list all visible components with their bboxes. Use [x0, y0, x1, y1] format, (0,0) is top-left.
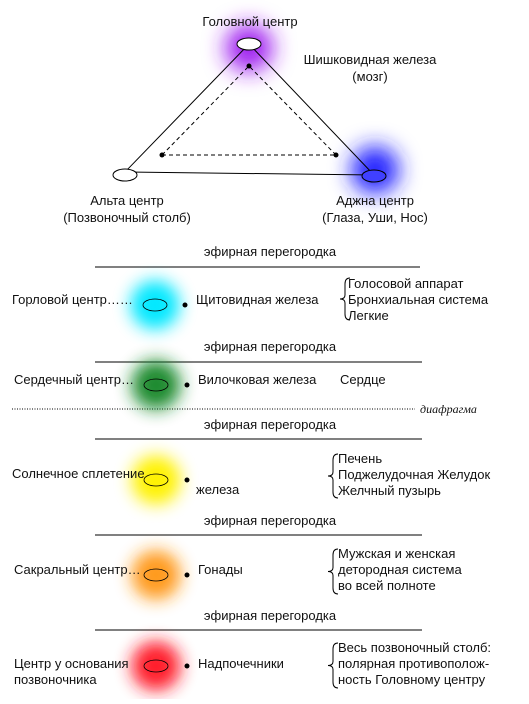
- base-center-label: Центр у основания: [14, 656, 129, 671]
- base-organ-1: Весь позвоночный столб:: [338, 640, 492, 655]
- etheric-label-3: эфирная перегородка: [203, 417, 337, 432]
- solar-plexus-label: Солнечное сплетение: [12, 466, 145, 481]
- ajna-label: Аджна центр: [336, 193, 414, 208]
- base-gland-label: Надпочечники: [198, 656, 284, 671]
- sacral-gland-dot: [184, 572, 190, 578]
- throat-center-label: Горловой центр……: [12, 292, 133, 307]
- base-organ-2: полярная противополож-: [338, 656, 490, 671]
- pineal-label: Шишковидная железа: [303, 52, 437, 67]
- head-center-ellipse: [236, 37, 262, 51]
- alta-label: Альта центр: [90, 193, 164, 208]
- alta-center-ellipse: [112, 168, 138, 182]
- base-glow-core: [142, 652, 170, 680]
- sacral-brace: [327, 548, 339, 595]
- sacral-gland-label: Гонады: [198, 562, 243, 577]
- sacral-glow-core: [142, 561, 170, 589]
- ajna-center-ellipse: [361, 169, 387, 183]
- solar-gland-dot: [184, 477, 190, 483]
- heart-gland-label: Вилочковая железа: [198, 372, 317, 387]
- heart-glow-core: [142, 371, 170, 399]
- throat-organ-1: Голосовой аппарат: [348, 276, 464, 291]
- base-organ-3: ность Головному центру: [338, 672, 486, 687]
- heart-center-label: Сердечный центр…: [14, 372, 134, 387]
- etheric-label-5: эфирная перегородка: [203, 608, 337, 623]
- etheric-label-4: эфирная перегородка: [203, 513, 337, 528]
- etheric-label-2: эфирная перегородка: [203, 339, 337, 354]
- sacral-organ-3: во всей полноте: [338, 578, 436, 593]
- throat-ellipse: [142, 298, 168, 312]
- pineal-dot: [246, 63, 252, 69]
- base-ellipse: [143, 659, 169, 673]
- inner-dot-right: [333, 152, 339, 158]
- sacral-ellipse: [143, 568, 169, 582]
- heart-gland-dot: [184, 382, 190, 388]
- sacral-organ-1: Мужская и женская: [338, 546, 456, 561]
- throat-gland-label: Щитовидная железа: [196, 292, 319, 307]
- throat-organ-2: Бронхиальная система: [348, 292, 489, 307]
- throat-brace: [339, 277, 351, 321]
- solar-ellipse: [143, 473, 169, 487]
- base-gland-dot: [184, 663, 190, 669]
- heart-ellipse: [143, 378, 169, 392]
- inner-dot-left: [159, 152, 165, 158]
- throat-glow-core: [141, 291, 169, 319]
- alta-sublabel: (Позвоночный столб): [63, 210, 191, 225]
- base-brace: [327, 642, 339, 689]
- pineal-sublabel: (мозг): [352, 69, 388, 84]
- etheric-label-1: эфирная перегородка: [203, 244, 337, 259]
- solar-organ-2: Поджелудочная Желудок: [338, 467, 491, 482]
- solar-brace: [327, 453, 339, 499]
- sacral-organ-2: детородная система: [338, 562, 462, 577]
- solar-plexus-gland-label: железа: [196, 482, 240, 497]
- solar-glow-core: [142, 466, 170, 494]
- heart-organ-1: Сердце: [340, 372, 386, 387]
- diaphragm-label: диафрагма: [420, 402, 477, 416]
- throat-gland-dot: [182, 302, 188, 308]
- triangle-outline: [123, 43, 376, 176]
- ajna-sublabel: (Глаза, Уши, Нос): [322, 210, 428, 225]
- throat-organ-3: Легкие: [348, 308, 389, 323]
- solar-organ-3: Желчный пузырь: [338, 483, 441, 498]
- solar-organ-1: Печень: [338, 451, 383, 466]
- head-center-label: Головной центр: [202, 14, 298, 29]
- sacral-center-label: Сакральный центр…: [14, 562, 141, 577]
- base-center-sublabel: позвоночника: [14, 672, 97, 687]
